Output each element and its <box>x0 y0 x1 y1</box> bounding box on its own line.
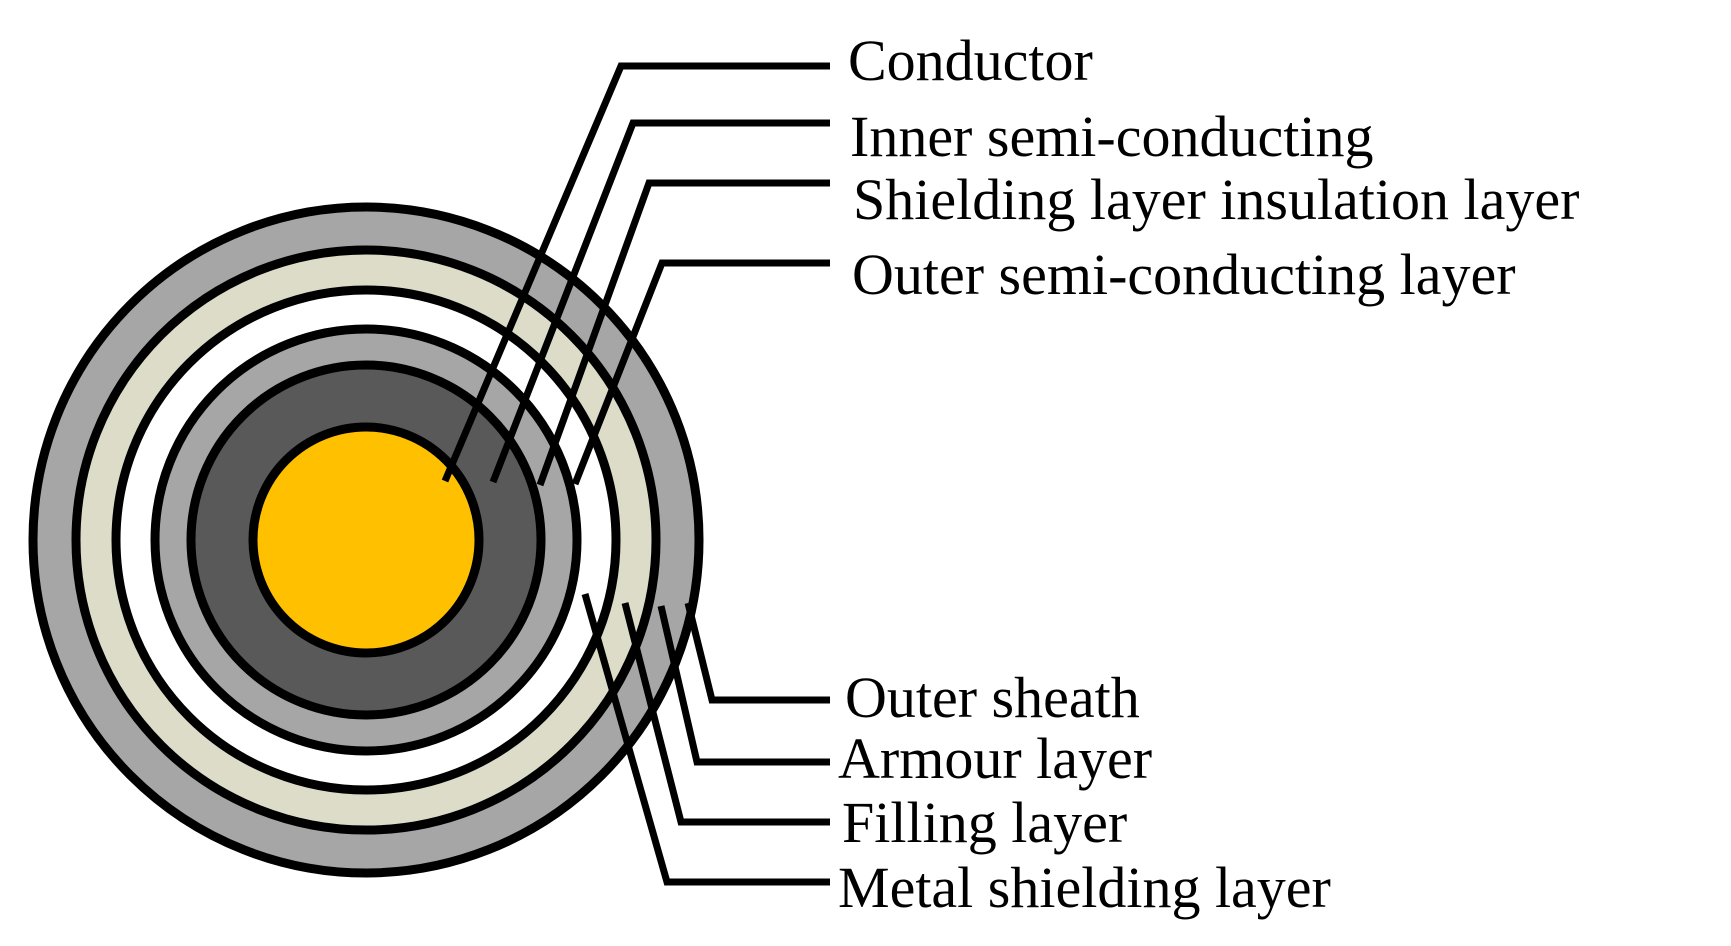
label-inner-semi-conducting: Inner semi-conducting <box>850 104 1373 169</box>
leader-outer-semi-conducting <box>571 259 830 486</box>
label-conductor: Conductor <box>848 28 1093 93</box>
leader-lines-bottom <box>581 593 830 886</box>
label-filling-layer: Filling layer <box>842 790 1127 855</box>
leader-armour-layer <box>657 605 830 766</box>
label-metal-shielding-layer: Metal shielding layer <box>838 855 1331 920</box>
leader-shielding-insulation <box>536 179 830 487</box>
label-outer-sheath: Outer sheath <box>845 665 1140 730</box>
leader-outer-sheath <box>684 602 830 704</box>
leader-filling-layer <box>621 602 830 826</box>
leader-inner-semi-conducting <box>489 119 830 484</box>
cable-layers <box>28 202 704 878</box>
leader-metal-shielding-layer <box>581 593 830 886</box>
label-armour-layer: Armour layer <box>838 726 1152 791</box>
conductor-core <box>248 422 484 658</box>
labels: Conductor Inner semi-conducting Shieldin… <box>838 28 1579 920</box>
label-outer-semi-conducting: Outer semi-conducting layer <box>852 242 1516 307</box>
label-shielding-insulation: Shielding layer insulation layer <box>853 167 1579 232</box>
leader-conductor <box>441 62 830 483</box>
leader-lines-top <box>441 62 830 487</box>
